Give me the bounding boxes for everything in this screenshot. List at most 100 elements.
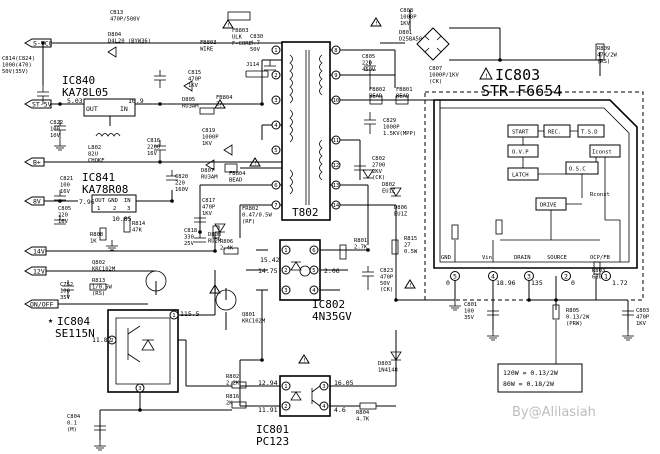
component-c816-line: C816 bbox=[147, 138, 160, 144]
component-c815-line: 1KV bbox=[188, 83, 199, 89]
component-c822-line: C822 bbox=[50, 120, 63, 126]
component-r813-line: 1/0.5W bbox=[92, 284, 113, 290]
str-pin-drain-num: 3 bbox=[527, 273, 531, 281]
t802-pin-3: 3 bbox=[274, 98, 277, 104]
component-c752-line: 100 bbox=[60, 288, 70, 294]
str-block-drive: DRIVE bbox=[540, 203, 557, 209]
ic803-part: STR-F6654 bbox=[481, 82, 562, 100]
str-block-ovp: O.V.P bbox=[512, 150, 529, 156]
component-cb14-line: C814(C824) bbox=[2, 56, 35, 62]
component-c807-line: 1000P/1KV bbox=[429, 72, 459, 78]
component-c830-line: 50V bbox=[250, 47, 261, 53]
component-r815-line: R815 bbox=[404, 236, 417, 242]
component-c805-line: C805 bbox=[362, 54, 375, 60]
component-c807-line: C807 bbox=[429, 66, 442, 72]
component-c830-line: 4.7 bbox=[250, 40, 260, 46]
component-r804-line: R804 bbox=[356, 410, 370, 416]
component-r809-line: R809 bbox=[597, 46, 610, 52]
component-r805-line: R805 bbox=[566, 308, 579, 314]
ic801-pin4: 4 bbox=[322, 404, 326, 410]
str-pin-gnd-name: GND bbox=[441, 255, 451, 261]
str-pin-ocpfb: OCP/FB 1 1.72 bbox=[590, 255, 628, 287]
transformer-t802: 1 2 3 4 5 6 7 8 9 10 11 12 13 14 T802 bbox=[271, 41, 341, 221]
component-fb803b-line: ULK bbox=[232, 34, 243, 40]
component-d805-line: RU3AM bbox=[182, 103, 199, 109]
component-fr802-line: FR802 bbox=[242, 206, 259, 212]
ic801-ref: IC801 bbox=[256, 423, 289, 436]
str-pin-vin-volt: 18.96 bbox=[496, 279, 516, 287]
ic802-pin2: 2 bbox=[284, 268, 287, 274]
component-c823-line: 470P bbox=[380, 274, 394, 280]
ic803: ! IC803 STR-F6654 START REC. T.S.D O.V.P… bbox=[424, 66, 644, 301]
ic802-v3: 2.06 bbox=[324, 267, 340, 275]
str-pin-source-name: SOURCE bbox=[547, 255, 567, 261]
component-r808-line: 1K bbox=[90, 238, 97, 244]
ic804-pin3: 3 bbox=[138, 386, 141, 392]
component-r805-line: 0.13/2W bbox=[566, 314, 590, 320]
ic803-ref: IC803 bbox=[495, 66, 540, 84]
component-l802-line: CHOKE bbox=[88, 158, 105, 164]
warning-icons: ! ! ! ! ! ! ! bbox=[209, 17, 416, 364]
component-fb801-line: BEAD bbox=[396, 93, 409, 99]
component-fb802-line: BEAD bbox=[369, 93, 382, 99]
rail-label-onoff: ON/OFF bbox=[30, 301, 54, 309]
component-j114: J114 bbox=[246, 62, 260, 68]
component-c829-line: 1.5KV(MPP) bbox=[383, 131, 416, 137]
component-c823-line: 50V bbox=[380, 281, 391, 287]
warning-icon: ! bbox=[222, 19, 234, 29]
ic802: 1 2 3 6 5 4 15.42 14.75 2.06 IC802 4N35G… bbox=[258, 239, 352, 323]
component-r809-line: (RS) bbox=[597, 59, 610, 65]
component-r803-line: 680 bbox=[592, 274, 602, 280]
ic801: 1 2 3 4 12.94 11.91 16.05 4.6 IC801 PC12… bbox=[256, 375, 354, 448]
ic801-v2: 11.91 bbox=[258, 406, 278, 414]
component-c802-line: (CK) bbox=[372, 175, 385, 181]
t802-pin-9: 9 bbox=[334, 73, 337, 79]
ic840-pin-out: OUT bbox=[86, 105, 98, 113]
str-pin-ocpfb-name: OCP/FB bbox=[590, 255, 611, 261]
rail-tag-svcc: S-VCC bbox=[23, 38, 53, 48]
ic802-ref: IC802 bbox=[312, 298, 345, 311]
component-fr802-line: 0.47/0.5W bbox=[242, 212, 272, 218]
component-symbols bbox=[37, 11, 634, 451]
component-q802-line: KRC102M bbox=[92, 266, 116, 272]
component-r816-line: R816 bbox=[226, 394, 239, 400]
component-fr802-line: (RF) bbox=[242, 219, 255, 225]
component-fb804-line: FB804 bbox=[216, 95, 233, 101]
component-r806-line: R806 bbox=[220, 239, 233, 245]
component-c805b-line: 16V bbox=[58, 219, 69, 225]
svg-text:!: ! bbox=[219, 103, 222, 109]
component-c829-line: C829 bbox=[383, 118, 396, 124]
t802-pin-numbers: 1 2 3 4 5 6 7 8 9 10 11 12 13 14 bbox=[271, 45, 341, 210]
str-pin-ocpfb-volt: 1.72 bbox=[612, 279, 628, 287]
t802-pin-2: 2 bbox=[274, 73, 277, 79]
svg-text:!: ! bbox=[254, 161, 257, 167]
rail-tag-st5v: ST-5V bbox=[23, 99, 52, 109]
component-r805-line: (PRW) bbox=[566, 321, 583, 327]
component-r813-line: R813 bbox=[92, 278, 105, 284]
component-c802-line: 2700 bbox=[372, 162, 385, 168]
component-c804-line: 0.1 bbox=[67, 420, 77, 426]
component-c807-line: (CK) bbox=[429, 79, 442, 85]
ic840-part: KA78L05 bbox=[62, 86, 108, 99]
component-d803-line: 1N4148 bbox=[378, 367, 398, 373]
ic802-v1: 15.42 bbox=[260, 256, 280, 264]
component-c822-line: 10V bbox=[50, 133, 61, 139]
t802-pin-4: 4 bbox=[274, 123, 278, 129]
